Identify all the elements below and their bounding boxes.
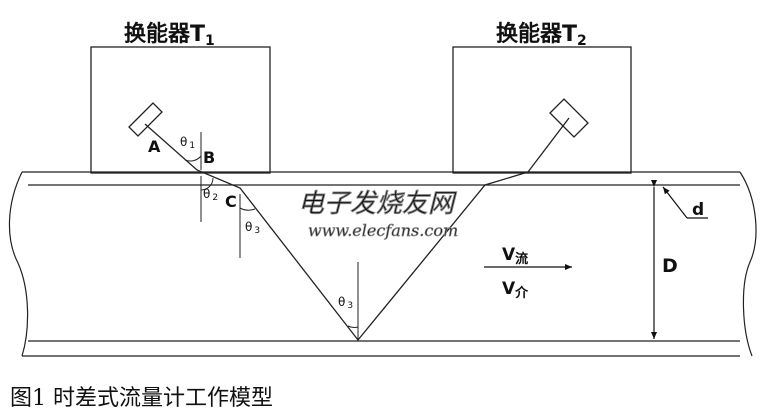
watermark-cn: 电子发烧友网 <box>298 189 457 219</box>
transducer-t2-label: 换能器T2 <box>496 21 587 49</box>
pipe <box>8 171 757 357</box>
angle-arc-theta2 <box>200 177 214 191</box>
pipe-diameter-label: D <box>662 255 678 277</box>
figure-caption: 图1 时差式流量计工作模型 <box>10 386 273 411</box>
angle-arc-theta1 <box>184 155 202 162</box>
watermark-url: www.elecfans.com <box>308 221 458 240</box>
medium-velocity-label: V介 <box>502 279 529 301</box>
point-a-label: A <box>148 137 161 156</box>
transducer-t2-box <box>452 46 632 174</box>
crystal-t2 <box>527 98 589 173</box>
ultrasonic-beam-path <box>144 123 529 342</box>
wall-thickness-leader <box>662 186 688 219</box>
transducer-t1-label: 换能器T1 <box>124 21 215 49</box>
pipe-left-break <box>8 171 29 357</box>
point-c-label: C <box>225 192 237 211</box>
angle-arc-theta3-upper <box>239 207 256 211</box>
angle-arc-theta3-lower <box>347 325 359 328</box>
transducer-t1-box <box>90 46 271 174</box>
wall-thickness-label: d <box>692 200 704 220</box>
flow-velocity-label: V流 <box>502 245 528 267</box>
pipe-right-break <box>739 171 757 357</box>
watermark: 电子发烧友网 www.elecfans.com <box>298 189 459 241</box>
point-b-label: B <box>203 148 215 167</box>
crystal-t1 <box>128 102 163 137</box>
